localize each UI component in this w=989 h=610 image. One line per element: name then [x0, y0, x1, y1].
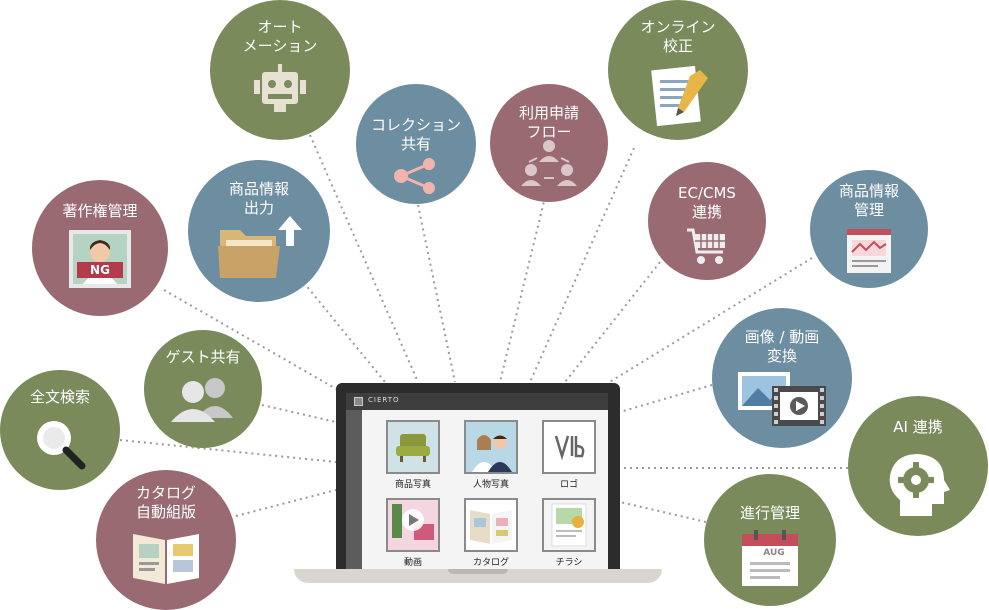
feature-workflow[interactable]: 利用申請 フロー: [490, 84, 608, 202]
app-header: CIERTO: [346, 393, 608, 410]
tile-label-catalog: カタログ: [472, 558, 509, 568]
tile-catalog[interactable]: [464, 498, 518, 552]
feature-copyright[interactable]: 著作権管理 NG: [32, 180, 168, 316]
magnifier-icon: [37, 421, 86, 470]
tile-video[interactable]: [386, 498, 440, 552]
feature-ai-label: AI 連携: [893, 418, 943, 436]
feature-product-output-label: 商品情報 出力: [228, 180, 289, 217]
share-icon: [394, 158, 435, 194]
sofa-icon: [388, 422, 438, 472]
guest-users-icon: [171, 378, 233, 422]
feature-catalog-label: カタログ 自動組版: [135, 484, 196, 521]
workflow-people-icon: [521, 140, 577, 186]
app-sidebar[interactable]: [346, 410, 362, 569]
feature-automation[interactable]: オート メーション: [210, 0, 350, 140]
laptop-base: [294, 569, 662, 583]
feature-collection[interactable]: コレクション 共有: [356, 84, 476, 204]
tile-logo[interactable]: [542, 420, 596, 474]
tile-label-product-photo: 商品写真: [394, 480, 431, 490]
tile-label-people-photo: 人物写真: [472, 480, 509, 490]
cart-icon: [687, 228, 725, 264]
feature-copyright-label: 著作権管理: [62, 202, 138, 220]
feature-online-proof-label: オンライン 校正: [640, 18, 716, 55]
tile-product-photo[interactable]: [386, 420, 440, 474]
vip-logo-icon: [544, 422, 594, 472]
ai-head-gear-icon: [889, 454, 950, 516]
connector-fulltext: [119, 439, 337, 463]
connector-progress: [619, 501, 707, 523]
feature-catalog[interactable]: カタログ 自動組版: [96, 470, 236, 610]
feature-progress[interactable]: 進行管理 AUG: [704, 474, 836, 606]
connector-online-proof: [529, 147, 635, 383]
tile-label-flyer: チラシ: [555, 558, 583, 568]
feature-fulltext[interactable]: 全文検索: [0, 370, 120, 490]
connector-guest: [261, 404, 337, 423]
app-main: 商品写真 人物写真 ロゴ: [362, 410, 608, 569]
feature-workflow-label: 利用申請 フロー: [518, 104, 579, 141]
calendar-icon: AUG: [742, 530, 798, 586]
feature-fulltext-label: 全文検索: [29, 388, 90, 406]
flyer-icon: [544, 500, 594, 550]
connector-catalog: [235, 489, 337, 517]
connector-product-manage: [607, 257, 813, 384]
feature-ec-cms-label: EC/CMS 連携: [678, 184, 736, 221]
feature-progress-label: 進行管理: [739, 504, 800, 522]
app-logo-icon: [354, 397, 363, 406]
chart-page-icon: [847, 229, 891, 273]
connector-workflow: [499, 184, 549, 383]
catalog-book-icon: [133, 534, 199, 584]
tile-flyer[interactable]: [542, 498, 596, 552]
connector-ec-cms: [564, 261, 661, 383]
feature-guest[interactable]: ゲスト共有: [144, 330, 262, 448]
feature-automation-label: オート メーション: [242, 18, 318, 55]
laptop-screen: CIERTO 商品写真 人物写真: [346, 393, 608, 569]
ng-badge: NG: [77, 262, 123, 278]
feature-guest-label: ゲスト共有: [165, 348, 241, 366]
folder-export-icon: [218, 216, 302, 278]
feature-convert-label: 画像 / 動画 変換: [744, 328, 820, 365]
feature-collection-label: コレクション 共有: [370, 116, 461, 153]
video-play-icon: [388, 500, 438, 550]
feature-product-manage-label: 商品情報 管理: [838, 182, 899, 219]
robot-icon: [254, 64, 306, 112]
connector-convert: [619, 384, 713, 413]
calendar-month: AUG: [763, 548, 785, 558]
catalog-icon: [466, 500, 516, 550]
people-photo-icon: [466, 422, 516, 472]
feature-ec-cms[interactable]: EC/CMS 連携: [648, 162, 766, 280]
ng-portrait-icon: NG: [69, 230, 131, 288]
tile-label-video: 動画: [403, 558, 422, 568]
tile-people-photo[interactable]: [464, 420, 518, 474]
feature-online-proof[interactable]: オンライン 校正: [608, 0, 748, 140]
connector-collection: [417, 204, 456, 383]
feature-product-manage[interactable]: 商品情報 管理: [810, 170, 928, 288]
document-pencil-icon: [651, 65, 708, 127]
tile-label-logo: ロゴ: [559, 480, 578, 490]
feature-convert[interactable]: 画像 / 動画 変換: [712, 308, 852, 448]
feature-ai[interactable]: AI 連携: [848, 396, 988, 536]
app-brand: CIERTO: [368, 396, 400, 404]
image-video-icon: [738, 372, 826, 426]
connector-product-output: [299, 277, 386, 383]
feature-product-output[interactable]: 商品情報 出力: [188, 160, 330, 302]
